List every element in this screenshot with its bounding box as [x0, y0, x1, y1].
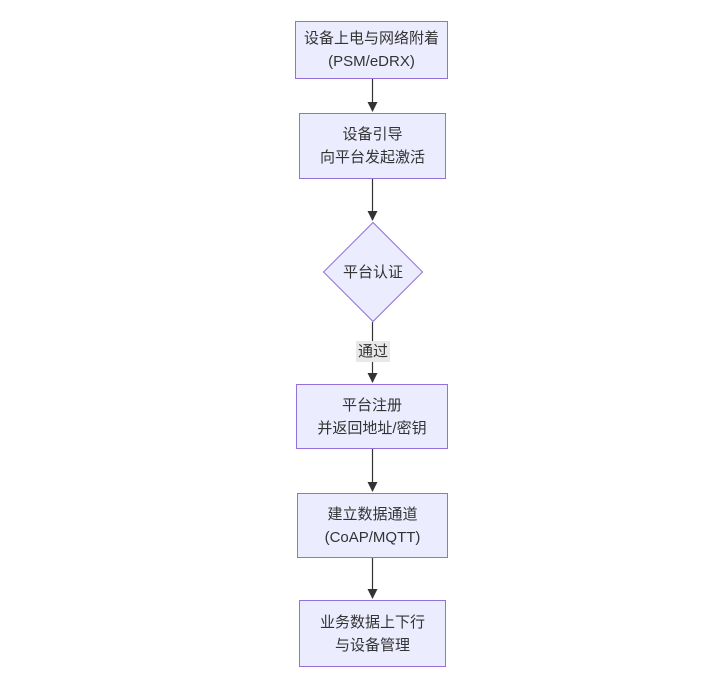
node-data-channel-line2: (CoAP/MQTT)	[324, 528, 421, 546]
node-bootstrap-line1: 设备引导	[342, 126, 403, 143]
node-power-attach-line2: (PSM/eDRX)	[328, 53, 415, 70]
edge-label-pass: 通过	[355, 341, 391, 362]
node-platform-register-line2: 并返回地址/密钥	[317, 419, 427, 437]
node-power-attach-line1: 设备上电与网络附着	[303, 30, 439, 47]
node-platform-register: 平台注册 并返回地址/密钥	[296, 384, 448, 449]
node-power-attach: 设备上电与网络附着 (PSM/eDRX)	[295, 21, 448, 79]
node-data-channel: 建立数据通道 (CoAP/MQTT)	[297, 493, 448, 558]
node-platform-register-line1: 平台注册	[341, 396, 402, 414]
node-bootstrap-line2: 向平台发起激活	[319, 149, 425, 166]
node-bootstrap: 设备引导 向平台发起激活	[299, 113, 446, 179]
node-business-data-line1: 业务数据上下行	[319, 613, 425, 631]
node-platform-auth: 平台认证	[322, 221, 424, 323]
node-platform-auth-label: 平台认证	[342, 263, 403, 281]
node-business-data-line2: 与设备管理	[334, 636, 410, 654]
node-data-channel-line1: 建立数据通道	[327, 505, 418, 523]
node-business-data: 业务数据上下行 与设备管理	[299, 600, 446, 667]
